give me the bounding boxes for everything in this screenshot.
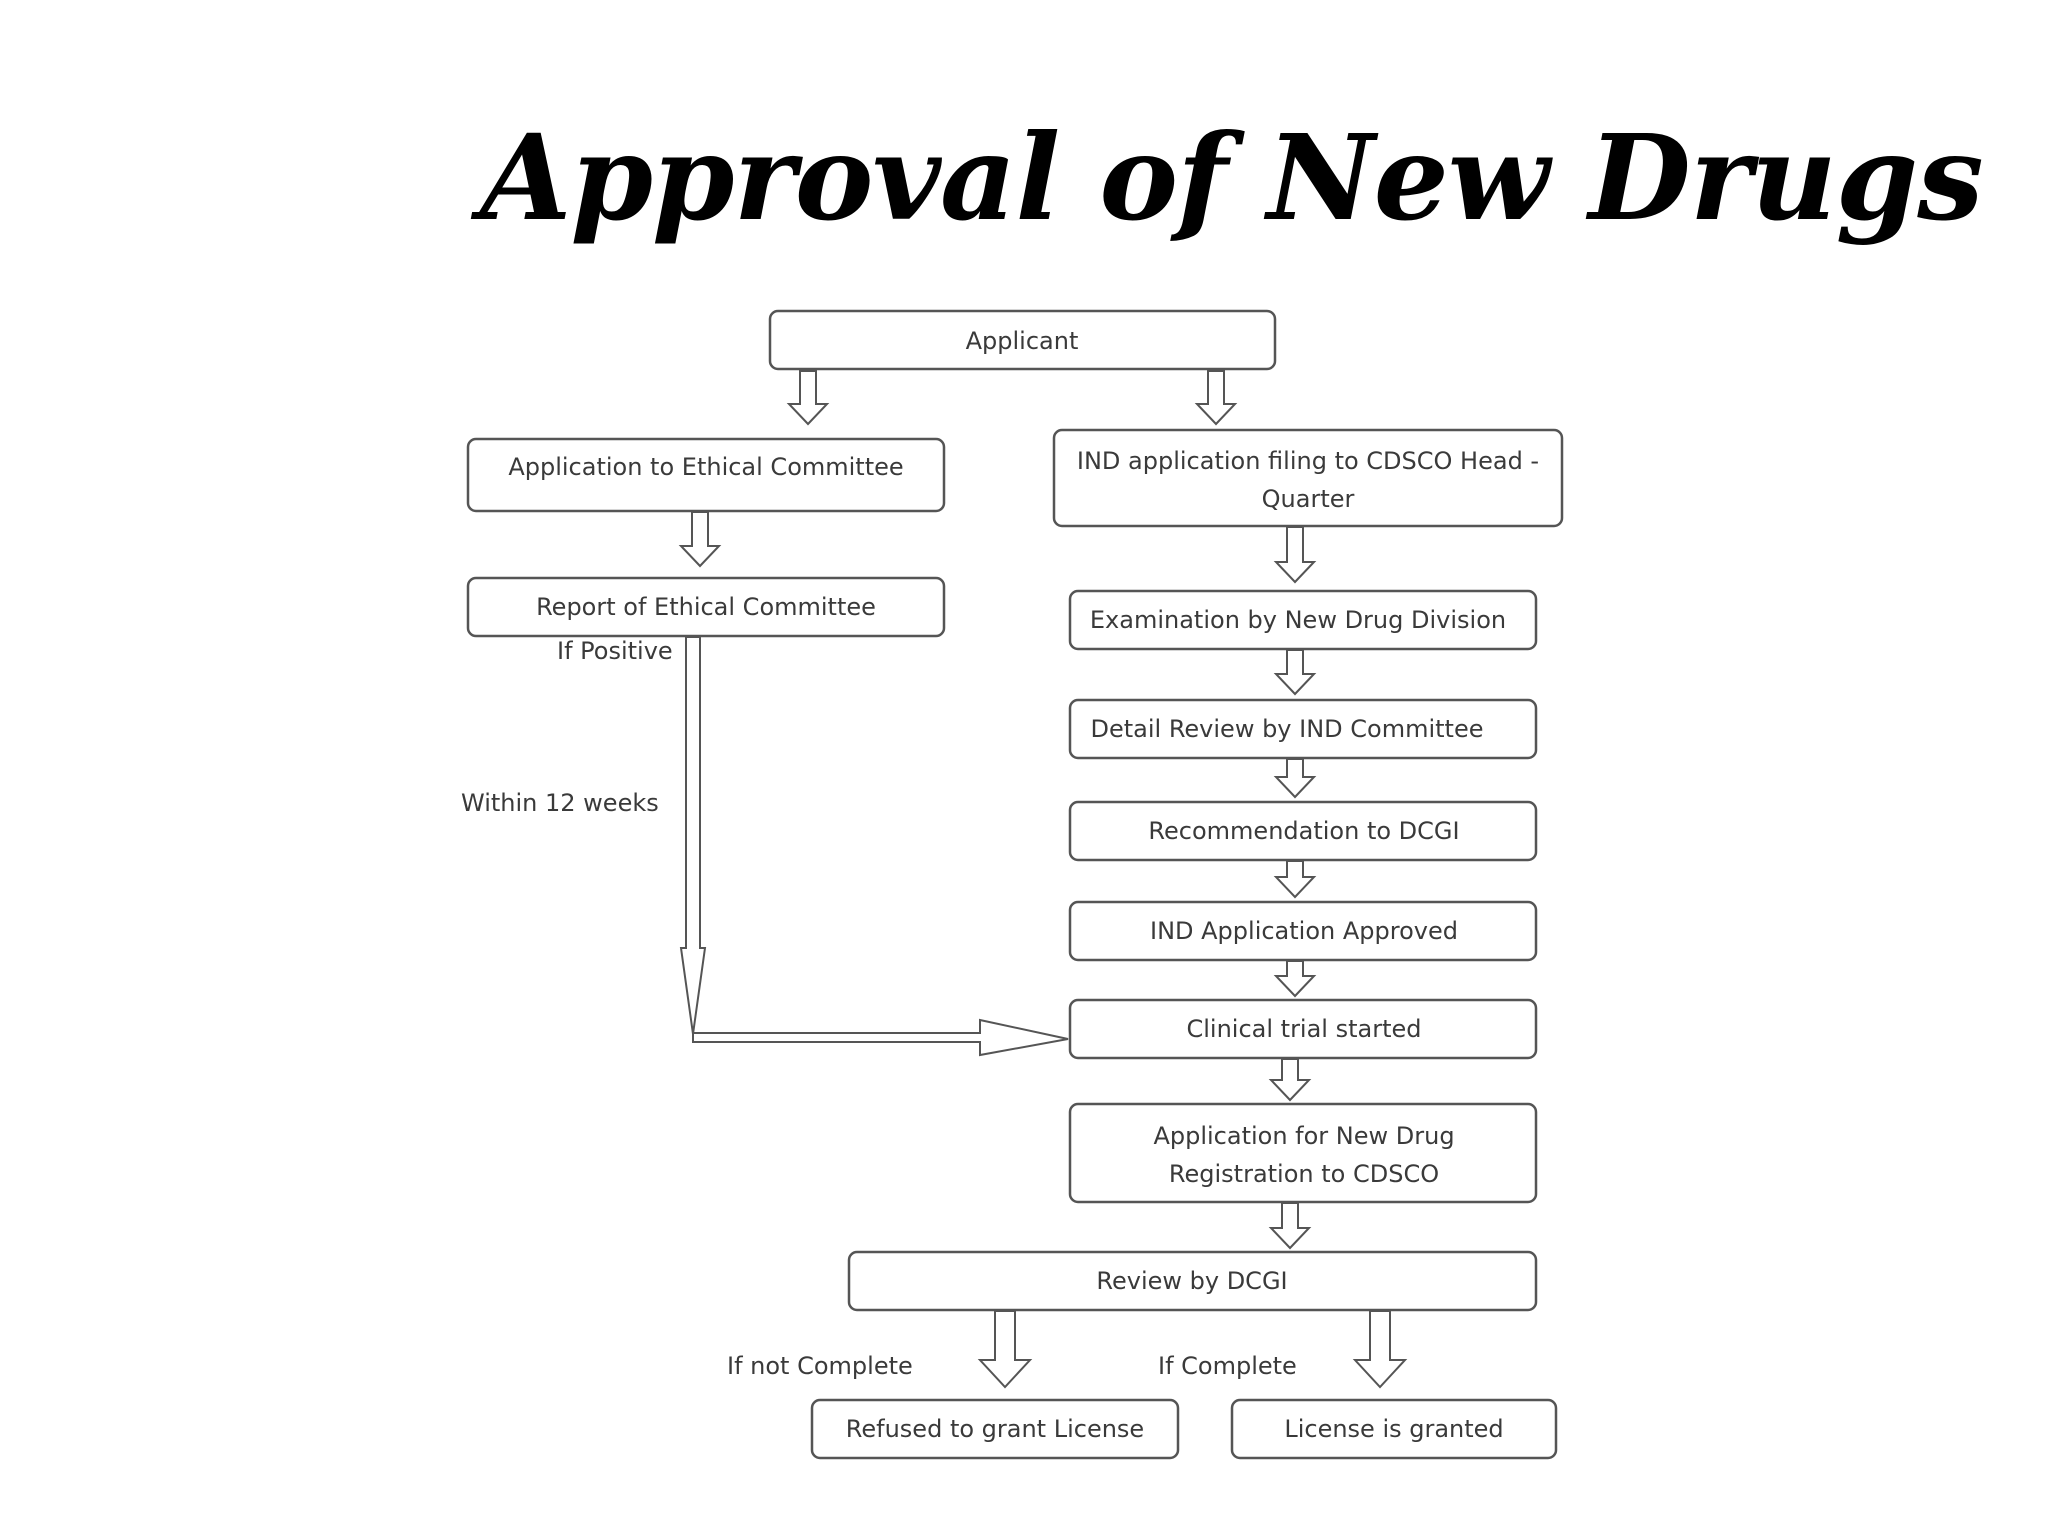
node-clinical-trial: Clinical trial started [1068,998,1538,1060]
node-recommendation: Recommendation to DCGI [1068,800,1538,862]
node-recommendation-label: Recommendation to DCGI [1148,817,1459,845]
node-detail-review: Detail Review by IND Committee [1068,698,1538,760]
label-within-12-weeks: Within 12 weeks [461,789,659,817]
arrow-review-to-refused [977,1310,1033,1389]
node-granted-label: License is granted [1284,1415,1503,1443]
arrow-detail-to-recommendation [1273,758,1317,799]
node-application-registration-label-line1: Application for New Drug [1153,1122,1454,1150]
arrow-report-to-clinical-vertical [679,636,707,1035]
node-review-dcgi: Review by DCGI [847,1250,1538,1312]
node-ind-filing-label-line2: Quarter [1262,485,1355,513]
label-if-not-complete: If not Complete [727,1352,913,1380]
arrow-approved-to-clinical [1273,960,1317,998]
node-examination-label: Examination by New Drug Division [1090,606,1506,634]
node-clinical-trial-label: Clinical trial started [1186,1015,1421,1043]
node-report-ethical-committee-label: Report of Ethical Committee [536,593,876,621]
node-application-ethical-committee: Application to Ethical Committee [466,437,946,513]
node-examination: Examination by New Drug Division [1068,589,1538,651]
label-if-complete: If Complete [1158,1352,1297,1380]
node-refused: Refused to grant License [810,1398,1180,1460]
node-application-registration-label-line2: Registration to CDSCO [1169,1160,1439,1188]
arrow-clinical-to-registration [1268,1058,1312,1102]
node-applicant: Applicant [768,309,1277,371]
node-ind-filing-label-line1: IND application filing to CDSCO Head - [1077,447,1539,475]
node-report-ethical-committee: Report of Ethical Committee [466,576,946,638]
arrow-applicant-to-ind [1194,370,1238,426]
arrow-report-to-clinical-horizontal [692,1018,1069,1057]
node-applicant-label: Applicant [966,327,1079,355]
node-refused-label: Refused to grant License [846,1415,1144,1443]
node-application-ethical-committee-label: Application to Ethical Committee [508,453,903,481]
node-application-registration: Application for New Drug Registration to… [1068,1102,1538,1204]
node-granted: License is granted [1230,1398,1558,1460]
arrow-registration-to-review [1268,1202,1312,1250]
node-ind-approved-label: IND Application Approved [1150,917,1458,945]
node-review-dcgi-label: Review by DCGI [1096,1267,1287,1295]
arrow-ind-to-examination [1273,526,1317,584]
label-if-positive: If Positive [557,637,673,665]
node-detail-review-label: Detail Review by IND Committee [1090,715,1483,743]
node-ind-filing: IND application filing to CDSCO Head - Q… [1052,428,1564,528]
arrow-ethical-to-report [678,511,722,568]
node-ind-approved: IND Application Approved [1068,900,1538,962]
arrow-review-to-granted [1352,1310,1408,1389]
arrow-examination-to-detail [1273,649,1317,696]
arrow-recommendation-to-approved [1273,860,1317,899]
arrow-applicant-to-ethical [786,370,830,426]
